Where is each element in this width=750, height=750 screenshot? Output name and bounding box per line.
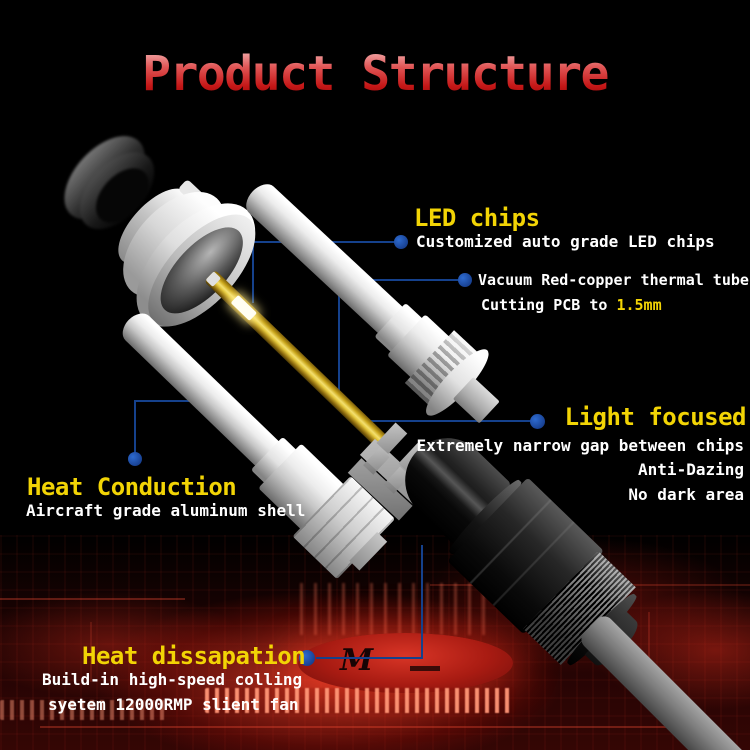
heat-dissipation-callout-line bbox=[421, 545, 423, 659]
heat-conduction-callout-line bbox=[134, 400, 136, 454]
chip-glow-rays bbox=[300, 583, 485, 635]
thermal-tube-line1: Vacuum Red-copper thermal tube bbox=[478, 271, 749, 289]
thermal-tube-callout-line bbox=[338, 279, 340, 400]
heat-dissipation-callout-dot bbox=[299, 650, 315, 666]
thermal-tube-callout-line bbox=[339, 279, 459, 281]
circuit-trace bbox=[40, 726, 680, 728]
led-chips-callout-dot bbox=[394, 235, 408, 249]
led-chips-description: Customized auto grade LED chips bbox=[416, 232, 715, 251]
heat-dissipation-callout-line bbox=[316, 657, 423, 659]
light-focused-line2: Anti-Dazing bbox=[638, 460, 744, 479]
light-focused-line3: No dark area bbox=[628, 485, 744, 504]
thermal-tube-callout-dot bbox=[458, 273, 472, 287]
brand-logo-text bbox=[410, 666, 440, 671]
led-chips-callout-line bbox=[252, 241, 254, 303]
heat-conduction-callout-dot bbox=[128, 452, 142, 466]
heat-conduction-description: Aircraft grade aluminum shell bbox=[26, 501, 306, 520]
chip-pins-row bbox=[0, 700, 165, 720]
circuit-trace bbox=[90, 622, 92, 682]
circuit-trace bbox=[0, 598, 185, 600]
light-focused-callout-dot bbox=[530, 414, 545, 429]
thermal-tube-line2-prefix: Cutting PCB to bbox=[481, 296, 617, 314]
heat-dissipation-line2: syetem 12000RMP slient fan bbox=[48, 695, 299, 714]
heat-dissipation-line1: Build-in high-speed colling bbox=[42, 670, 303, 689]
thermal-tube-pcb-value: 1.5mm bbox=[616, 296, 662, 314]
cpu-chip: M bbox=[298, 633, 513, 693]
brand-logo-m: M bbox=[340, 643, 374, 678]
light-focused-heading: Light focused bbox=[564, 403, 747, 431]
light-focused-line1: Extremely narrow gap between chips bbox=[416, 436, 744, 455]
thermal-tube-line2: Cutting PCB to 1.5mm bbox=[481, 298, 662, 313]
heat-conduction-callout-line bbox=[135, 400, 220, 402]
led-chips-heading: LED chips bbox=[414, 204, 540, 232]
chip-pins-row bbox=[205, 688, 515, 713]
page-title: Product Structure bbox=[0, 46, 750, 102]
heat-dissipation-heading: Heat dissapation bbox=[82, 642, 306, 670]
light-focused-callout-line bbox=[365, 420, 531, 422]
heat-conduction-heading: Heat Conduction bbox=[27, 473, 237, 501]
heatsink-shaft bbox=[240, 178, 408, 338]
